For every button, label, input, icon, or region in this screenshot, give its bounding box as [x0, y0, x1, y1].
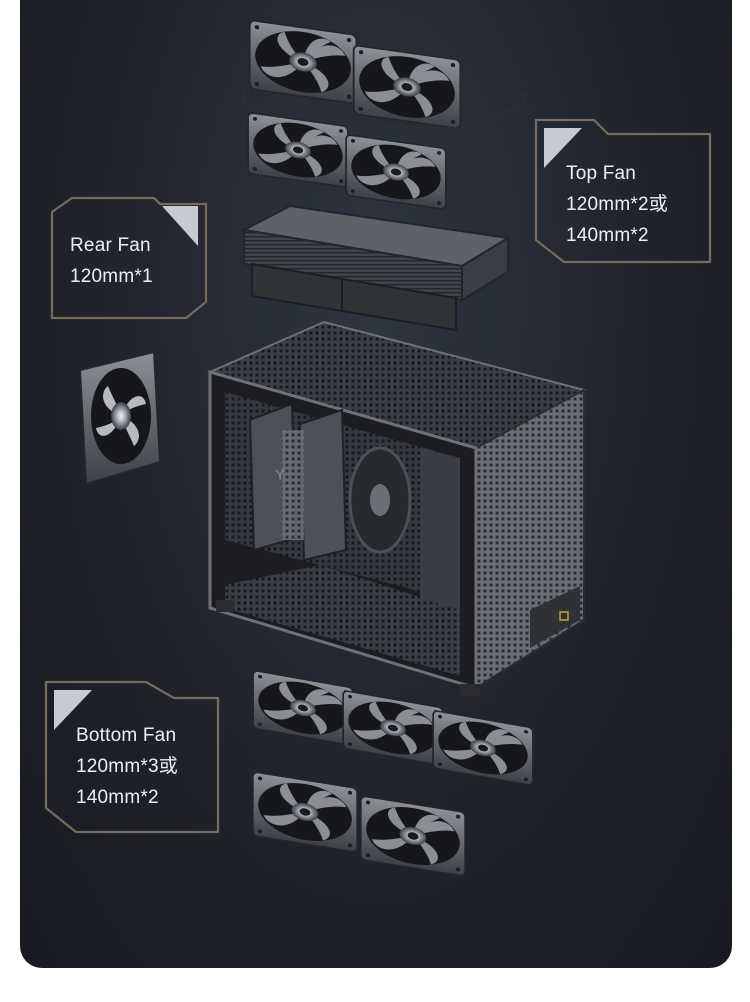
callout-corner-accent	[54, 690, 92, 730]
rear-fan-icon	[78, 350, 162, 486]
rear-fan-callout: Rear Fan 120mm*1	[50, 196, 208, 320]
top-fan-title: Top Fan	[566, 163, 637, 184]
svg-text:Y: Y	[274, 467, 285, 484]
pc-case-icon: Y	[207, 320, 587, 696]
rear-fan-title: Rear Fan	[70, 235, 151, 256]
top-fan-size-140: 140mm*2	[566, 225, 649, 246]
top-fan-pair-120	[247, 111, 447, 211]
radiator-icon	[240, 204, 511, 332]
callout-corner-accent	[544, 128, 582, 168]
product-panel: Y Rear Fan 120mm*1	[20, 0, 732, 968]
top-fan-callout: Top Fan 120mm*2或 140mm*2	[534, 118, 712, 270]
top-fan-pair-140	[242, 19, 527, 132]
bottom-fan-row-120	[252, 669, 534, 787]
bottom-fan-size-140: 140mm*2	[76, 787, 159, 808]
bottom-fan-title: Bottom Fan	[76, 725, 177, 746]
top-fan-size-120: 120mm*2或	[566, 194, 668, 215]
exploded-view-illustration: Y	[78, 19, 587, 878]
bottom-fan-callout: Bottom Fan 120mm*3或 140mm*2	[44, 680, 220, 836]
bottom-fan-pair-140	[251, 770, 467, 878]
callout-corner-accent	[162, 206, 198, 246]
rear-fan-size: 120mm*1	[70, 266, 153, 287]
bottom-fan-size-120: 120mm*3或	[76, 756, 178, 777]
